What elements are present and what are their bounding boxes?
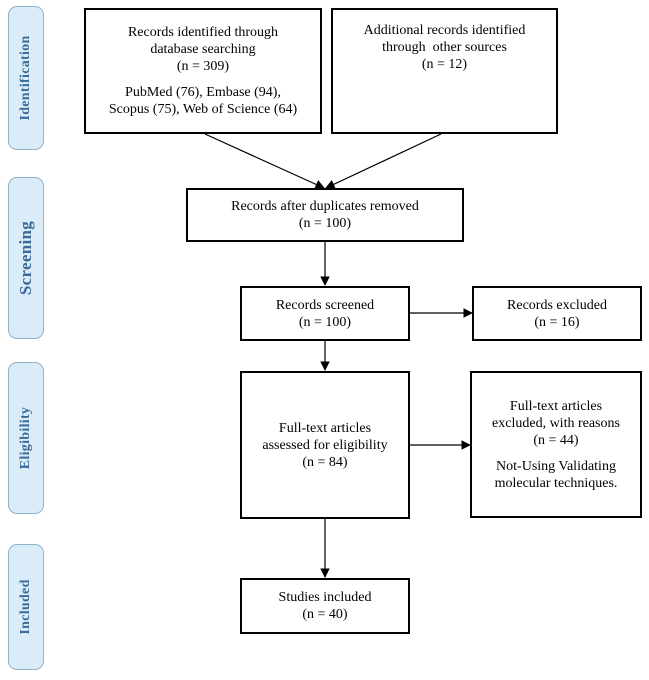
included-line1: Studies included [278, 590, 372, 605]
database-search-count: (n = 309) [176, 59, 230, 74]
fulltext-assessed-line2: assessed for eligibility [262, 437, 388, 453]
duplicates-removed-count: (n = 100) [298, 216, 352, 231]
phase-eligibility: Eligibility [8, 362, 44, 514]
box-screened: Records screened (n = 100) [240, 286, 410, 341]
phase-identification: Identification [8, 6, 44, 150]
box-included: Studies included (n = 40) [240, 578, 410, 634]
other-sources-count: (n = 12) [421, 57, 468, 72]
box-duplicates-removed: Records after duplicates removed (n = 10… [186, 188, 464, 242]
box-fulltext-assessed: Full-text articles assessed for eligibil… [240, 371, 410, 519]
database-search-sources2: Scopus (75), Web of Science (64) [108, 102, 298, 117]
box-database-search: Records identified through database sear… [84, 8, 322, 134]
duplicates-removed-line1: Records after duplicates removed [231, 199, 419, 214]
other-sources-line2: through other sources [382, 40, 507, 55]
arrow-other-to-duplicates [325, 133, 442, 189]
arrow-database-to-duplicates [204, 133, 325, 189]
screened-line1: Records screened [275, 297, 375, 313]
fulltext-excluded-line2: excluded, with reasons [492, 415, 620, 431]
phase-included: Included [8, 544, 44, 670]
fulltext-excluded-reason1: Not-Using Validating [496, 458, 616, 474]
fulltext-excluded-line1: Full-text articles [509, 398, 603, 414]
other-sources-line1: Additional records identified [363, 23, 526, 38]
excluded-line1: Records excluded [507, 297, 607, 313]
fulltext-excluded-count: (n = 44) [533, 432, 579, 448]
fulltext-assessed-line1: Full-text articles [278, 420, 372, 436]
excluded-count: (n = 16) [534, 314, 580, 330]
included-count: (n = 40) [302, 607, 348, 622]
database-search-line2: database searching [150, 42, 256, 57]
fulltext-excluded-reason2: molecular techniques. [494, 475, 618, 491]
box-other-sources: Additional records identified through ot… [331, 8, 558, 134]
phase-screening: Screening [8, 177, 44, 339]
database-search-line1: Records identified through [127, 25, 279, 40]
box-fulltext-excluded: Full-text articles excluded, with reason… [470, 371, 642, 518]
box-excluded: Records excluded (n = 16) [472, 286, 642, 341]
database-search-sources1: PubMed (76), Embase (94), [125, 85, 281, 100]
fulltext-assessed-count: (n = 84) [302, 454, 348, 470]
screened-count: (n = 100) [298, 314, 352, 330]
